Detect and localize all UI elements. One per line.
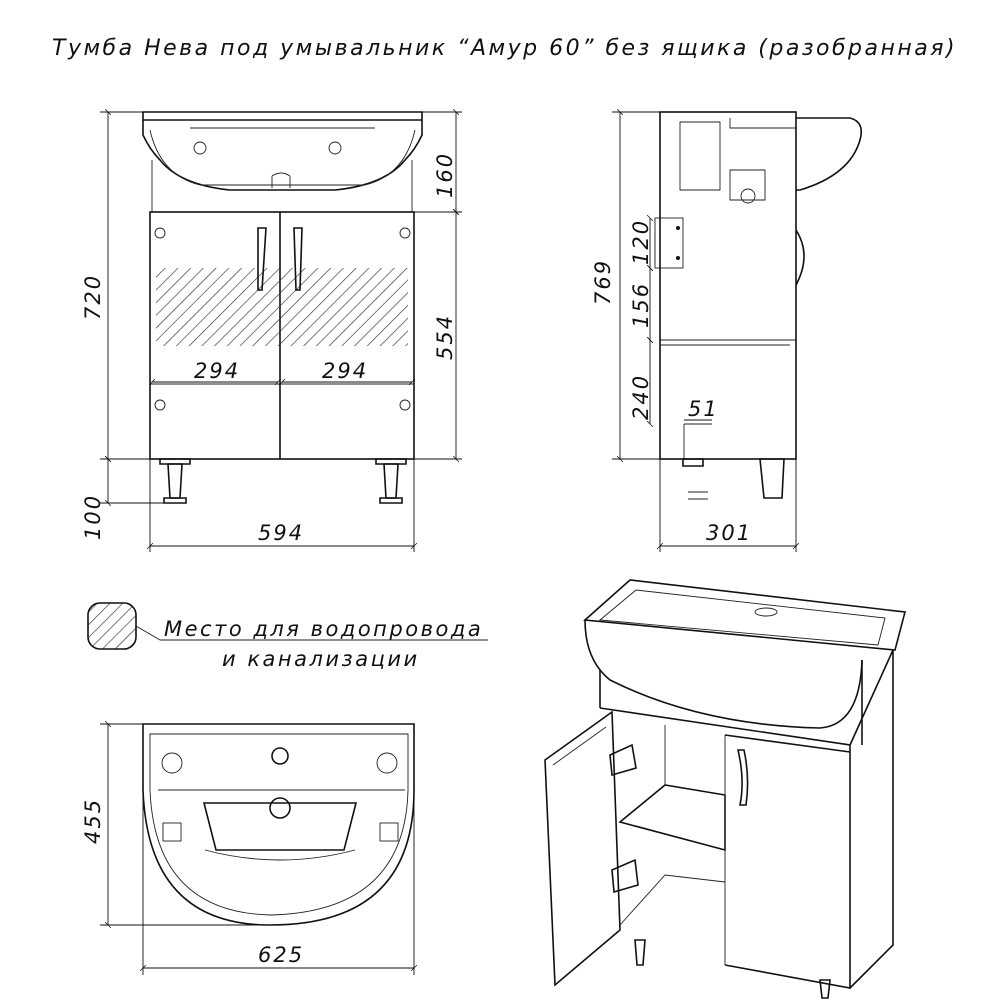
dim-294-right: 294	[322, 359, 368, 383]
dim-294-left: 294	[194, 359, 240, 383]
dim-455: 455	[81, 798, 105, 844]
side-panel	[659, 111, 797, 460]
side-view: 769 120 156 240 51 301	[591, 111, 863, 552]
dim-100: 100	[81, 494, 105, 540]
iso-basin-rim	[583, 579, 907, 651]
front-cabinet	[149, 211, 415, 460]
legend-line-2: и канализации	[222, 647, 420, 671]
dim-156: 156	[629, 282, 653, 328]
front-view: 720 160 554 100 594 294 294	[81, 112, 462, 552]
front-basin	[142, 111, 423, 212]
dim-120: 120	[629, 219, 653, 265]
dim-301: 301	[706, 521, 752, 545]
door-handle-left	[257, 227, 267, 291]
iso-door-handle	[736, 749, 749, 806]
isometric-view	[544, 579, 907, 999]
dim-160: 160	[433, 152, 457, 198]
dim-554: 554	[433, 314, 457, 360]
legend-hatch-swatch	[87, 602, 137, 650]
iso-open-door	[544, 710, 621, 987]
dim-720: 720	[81, 274, 105, 320]
top-view: 455 625	[81, 724, 414, 975]
legend-line-1: Место для водопровода	[164, 617, 483, 641]
dim-594: 594	[258, 521, 304, 545]
drawing-title: Тумба Нева под умывальник “Амур 60” без …	[52, 36, 957, 61]
legend: Место для водопровода и канализации	[87, 602, 488, 671]
front-legs	[159, 458, 407, 504]
dim-625: 625	[258, 943, 304, 967]
dim-769: 769	[591, 259, 615, 305]
dim-51: 51	[688, 397, 719, 421]
door-handle-right	[293, 227, 303, 291]
side-basin	[796, 117, 863, 191]
top-basin-outline	[142, 723, 415, 926]
dim-240: 240	[629, 374, 653, 420]
plumbing-zone-hatch	[156, 268, 408, 346]
